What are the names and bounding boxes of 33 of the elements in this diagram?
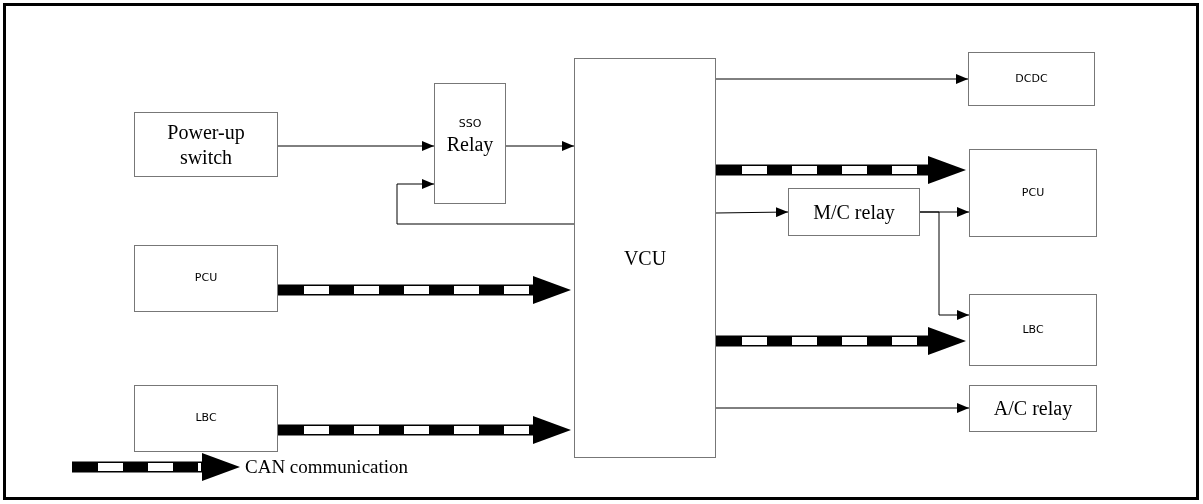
block-box xyxy=(134,385,278,452)
block-label: Power-up switch xyxy=(166,119,246,170)
arrow xyxy=(396,179,575,225)
block-box xyxy=(969,149,1097,237)
block-box xyxy=(969,294,1097,366)
can-arrow xyxy=(716,327,966,355)
block-label: M/C relay xyxy=(813,199,895,225)
block-label: Relay xyxy=(446,132,494,158)
block-label: PCU xyxy=(194,270,218,287)
can-arrow xyxy=(278,416,571,444)
legend-label: CAN communication xyxy=(245,457,409,476)
block-label: DCDC xyxy=(1015,70,1048,87)
block-box xyxy=(969,385,1097,432)
arrow xyxy=(505,141,575,151)
arrow xyxy=(715,403,970,413)
can-arrow xyxy=(278,276,571,304)
block-box xyxy=(574,58,716,458)
block-label: LBC xyxy=(1022,321,1044,338)
block-box xyxy=(134,112,278,177)
block-label: PCU xyxy=(1021,184,1045,201)
block-box xyxy=(968,52,1095,106)
block-label: SSO xyxy=(458,115,482,132)
block-label: A/C relay xyxy=(993,396,1073,421)
arrow xyxy=(277,141,435,151)
block-box xyxy=(788,188,920,236)
block-label: VCU xyxy=(623,245,667,271)
block-box xyxy=(434,83,506,204)
block-label: LBC xyxy=(195,410,217,427)
can-arrow xyxy=(716,156,966,184)
arrow xyxy=(919,211,970,320)
arrow xyxy=(715,74,969,84)
block-box xyxy=(134,245,278,312)
arrow xyxy=(715,207,789,218)
